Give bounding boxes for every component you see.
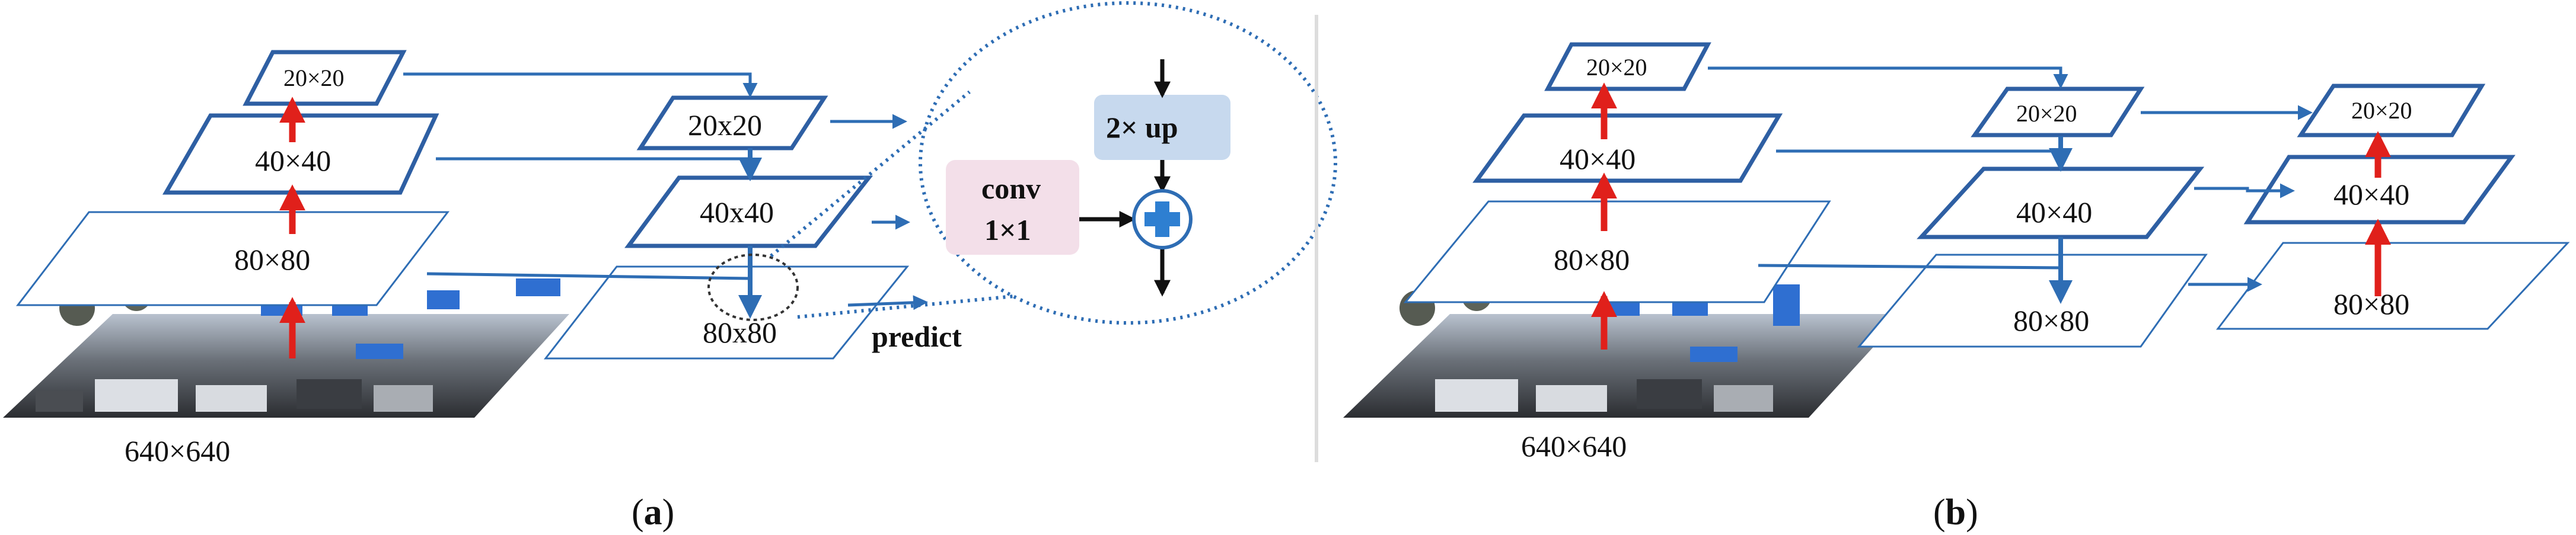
backbone-label-40-a: 40×40 bbox=[255, 144, 331, 177]
neck-label-80-a: 80x80 bbox=[703, 316, 777, 349]
lateral-80-b bbox=[1758, 264, 2061, 270]
middle-map-20-b bbox=[1971, 87, 2145, 137]
right-label-20-b: 20×20 bbox=[2351, 97, 2412, 124]
input-size-label-b: 640×640 bbox=[1521, 430, 1627, 463]
zoom-line-bottom-a bbox=[797, 294, 1015, 319]
middle-label-40-b: 40×40 bbox=[2016, 196, 2092, 229]
conv-label-line1-a: conv bbox=[981, 172, 1041, 205]
input-size-label-a: 640×640 bbox=[125, 434, 230, 467]
up-box-a bbox=[1094, 95, 1230, 160]
right-label-80-b: 80×80 bbox=[2333, 287, 2409, 321]
right-label-40-b: 40×40 bbox=[2333, 178, 2409, 211]
middle-label-80-b: 80×80 bbox=[2013, 304, 2089, 337]
backbone-map-80-b bbox=[1403, 200, 1831, 303]
right-map-80-b bbox=[2215, 242, 2570, 330]
neck-label-40-a: 40x40 bbox=[700, 196, 774, 229]
backbone-map-20-a bbox=[243, 50, 407, 106]
panel-a: 640×640 80×80 40×40 20×20 20x20 40x40 80… bbox=[3, 1, 1337, 533]
panel-b: 640×640 80×80 40×40 20×20 20×20 40×40 80… bbox=[1343, 42, 2570, 533]
backbone-map-20-b bbox=[1544, 42, 1711, 91]
right-map-40-b bbox=[2243, 155, 2516, 225]
predict-label-a: predict bbox=[872, 320, 962, 353]
add-node-icon-a bbox=[1132, 189, 1193, 249]
zoom-detail-circle-a bbox=[919, 1, 1337, 325]
conv-label-line2-a: 1×1 bbox=[984, 213, 1031, 246]
middle-map-40-b bbox=[1917, 166, 2205, 239]
backbone-label-80-b: 80×80 bbox=[1554, 243, 1630, 276]
path-arrow-40-b bbox=[2194, 183, 2295, 198]
input-image-a bbox=[3, 278, 569, 418]
backbone-map-40-b bbox=[1472, 113, 1783, 183]
backbone-label-80-a: 80×80 bbox=[234, 243, 310, 276]
lateral-20-a bbox=[403, 72, 758, 98]
backbone-label-20-a: 20×20 bbox=[283, 65, 345, 91]
neck-label-20-a: 20x20 bbox=[688, 108, 762, 142]
backbone-label-40-b: 40×40 bbox=[1560, 142, 1635, 175]
middle-label-20-b: 20×20 bbox=[2016, 100, 2077, 127]
caption-b: (b) bbox=[1933, 492, 1978, 533]
lateral-20-b bbox=[1708, 66, 2068, 89]
zoom-source-circle-a bbox=[707, 254, 799, 321]
conv-box-a bbox=[946, 160, 1079, 255]
neck-map-20-a bbox=[636, 95, 828, 150]
backbone-map-80-a bbox=[15, 211, 450, 306]
backbone-map-40-a bbox=[162, 113, 439, 195]
caption-a: (a) bbox=[632, 492, 674, 533]
middle-map-80-b bbox=[1857, 254, 2208, 348]
lateral-80-a bbox=[426, 272, 751, 280]
backbone-label-20-b: 20×20 bbox=[1586, 54, 1647, 81]
up-label-a: 2× up bbox=[1106, 111, 1178, 144]
zoom-line-top-a bbox=[770, 90, 971, 258]
neck-map-40-a bbox=[624, 175, 873, 248]
output-arrow-80-a bbox=[847, 295, 928, 310]
